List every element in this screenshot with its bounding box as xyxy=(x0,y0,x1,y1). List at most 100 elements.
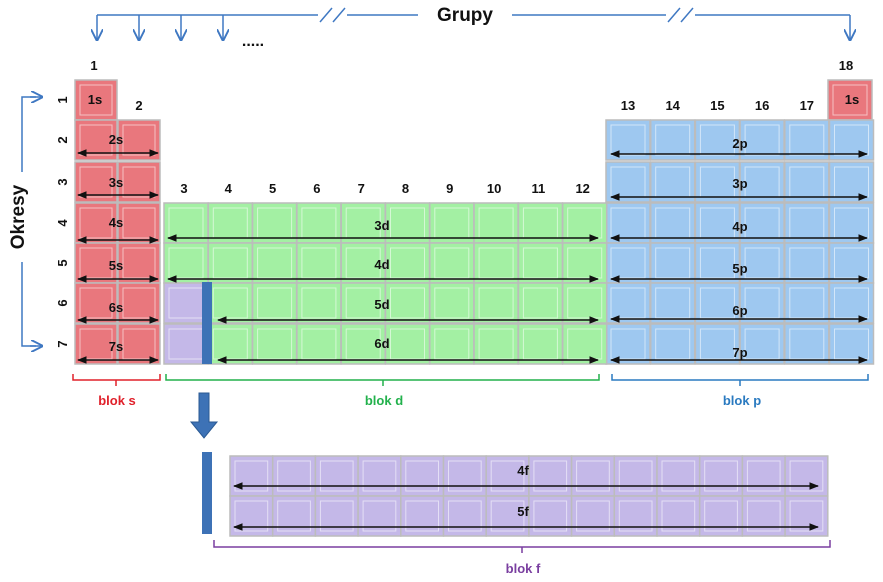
cell-highlight xyxy=(319,500,354,532)
cell-highlight xyxy=(533,460,568,492)
cell-highlight xyxy=(576,460,610,492)
cell-highlight xyxy=(618,500,653,532)
p-block-cell xyxy=(784,242,830,284)
orbital-label-f: 4f xyxy=(517,463,529,478)
group-number-label: 18 xyxy=(839,58,853,73)
period-number-label: 3 xyxy=(55,178,70,185)
f-block-cell xyxy=(741,455,786,497)
p-block-cell xyxy=(828,202,875,244)
periods-axis: Okresy xyxy=(6,97,42,346)
d-block-cell xyxy=(429,202,475,244)
orbital-label-p: 6p xyxy=(732,303,747,318)
f-block-marker-bar xyxy=(202,282,212,364)
s-block-cell xyxy=(117,323,161,365)
period-number-label: 1 xyxy=(55,96,70,103)
s-block-cell xyxy=(117,119,161,161)
cell-highlight xyxy=(277,500,311,532)
f-block-cell xyxy=(400,495,445,537)
p-block-cell xyxy=(649,202,696,244)
cell-highlight xyxy=(576,500,610,532)
d-block-cell xyxy=(207,242,254,284)
f-block-cell xyxy=(613,455,658,497)
bracket-s xyxy=(72,374,161,386)
d-block-cell xyxy=(384,202,431,244)
cell-highlight xyxy=(661,500,696,532)
group-number-label: 8 xyxy=(402,181,409,196)
group-number-label: 4 xyxy=(225,181,233,196)
orbital-label-p: 5p xyxy=(732,261,747,276)
s-block-cell xyxy=(117,161,161,203)
cell-highlight xyxy=(79,84,113,116)
f-block-cell xyxy=(229,495,274,537)
f-placeholder-cell xyxy=(163,323,209,365)
p-block-cell xyxy=(649,242,696,284)
group-number-label: 9 xyxy=(446,181,453,196)
d-block-cell xyxy=(207,202,254,244)
f-block-cell xyxy=(656,455,701,497)
d-block-cell xyxy=(384,323,431,365)
orbital-label-s: 3s xyxy=(109,175,123,190)
break-mark-right xyxy=(667,7,681,23)
d-block-cell xyxy=(296,202,342,244)
d-block-cell xyxy=(561,323,608,365)
f-block-cell xyxy=(271,455,317,497)
down-arrow-icon xyxy=(189,392,219,439)
p-block-cell xyxy=(784,202,830,244)
cell-highlight xyxy=(234,460,269,492)
f-block-cell xyxy=(314,495,359,537)
cell-highlight xyxy=(319,460,354,492)
f-block-cell xyxy=(784,455,829,497)
block-brackets: blok s blok d blok p blok f xyxy=(72,374,869,576)
s-block-cell xyxy=(827,79,873,121)
d-block-cell xyxy=(517,202,564,244)
cell-highlight xyxy=(405,460,439,492)
cell-highlight xyxy=(490,460,525,492)
d-block-cell xyxy=(561,282,608,324)
cell-highlight xyxy=(533,500,568,532)
cell-highlight xyxy=(661,460,696,492)
cell-highlight xyxy=(704,460,738,492)
cell-highlight xyxy=(789,500,824,532)
block-label-s: blok s xyxy=(98,393,136,408)
group-number-label: 16 xyxy=(755,98,769,113)
p-block-cell xyxy=(605,282,651,324)
p-block-cell xyxy=(649,282,696,324)
orbital-label-d: 6d xyxy=(374,336,389,351)
p-block-cell xyxy=(784,323,830,365)
f-block-pointer xyxy=(189,282,219,534)
p-block-cell xyxy=(784,161,830,203)
orbital-label-d: 3d xyxy=(374,218,389,233)
d-block-cell xyxy=(561,202,608,244)
f-block-cell xyxy=(229,455,274,497)
p-block-cell xyxy=(649,323,696,365)
d-block-cell xyxy=(473,323,519,365)
group-number-label: 12 xyxy=(575,181,589,196)
d-block-cell xyxy=(207,323,254,365)
f-block-cell xyxy=(442,495,487,537)
p-block-cell xyxy=(828,242,875,284)
d-block-cell xyxy=(429,282,475,324)
orbital-label-1s-right: 1s xyxy=(845,92,859,107)
p-block-cell xyxy=(649,161,696,203)
cell-highlight xyxy=(234,500,269,532)
cell-highlight xyxy=(789,460,824,492)
orbital-label-s: 4s xyxy=(109,215,123,230)
d-block-cell xyxy=(517,323,564,365)
bracket-d xyxy=(165,374,600,386)
s-block-cell xyxy=(74,79,118,121)
f-block-cell xyxy=(698,455,744,497)
d-block-cell xyxy=(207,282,254,324)
d-block-cell xyxy=(473,202,519,244)
bracket-f xyxy=(213,540,831,553)
orbital-label-p: 4p xyxy=(732,219,747,234)
d-block-cell xyxy=(473,242,519,284)
cell-highlight xyxy=(746,460,781,492)
orbital-label-p: 3p xyxy=(732,176,747,191)
p-block-cell xyxy=(605,242,651,284)
d-block-cell xyxy=(473,282,519,324)
orbital-label-s: 6s xyxy=(109,300,123,315)
p-block-cell xyxy=(605,323,651,365)
cell-highlight xyxy=(362,500,397,532)
